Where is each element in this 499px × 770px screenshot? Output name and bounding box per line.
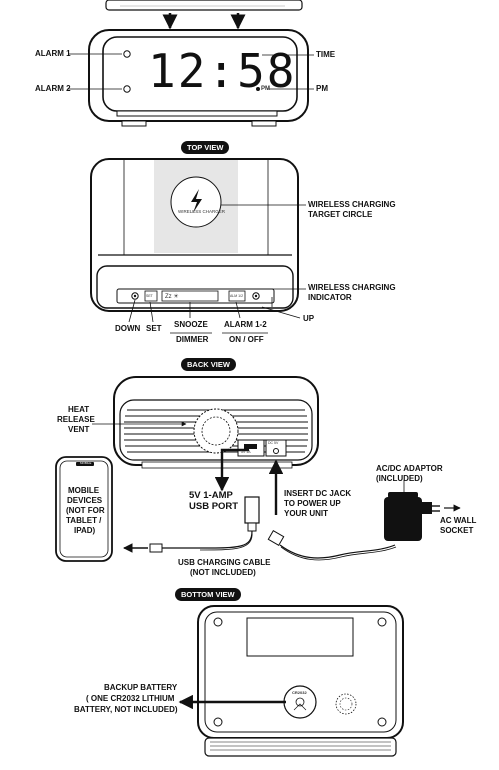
wireless-charger-text: WIRELESS CHARGER [178, 209, 226, 214]
label-usb-port-1: 5V 1-AMP [189, 490, 233, 501]
label-mobile-2: DEVICES [67, 496, 103, 505]
set-button [144, 290, 158, 302]
label-plate [246, 617, 354, 657]
section-title-back: BACK VIEW [181, 358, 236, 371]
label-dc-2: TO POWER UP [284, 499, 341, 508]
dc-jack-text: DC 5V [268, 441, 279, 445]
label-mobile-5: IPAD) [74, 526, 96, 535]
usb-cable [160, 530, 253, 549]
usb-insert-arrow [214, 448, 249, 492]
label-cable-2: (NOT INCLUDED) [190, 568, 256, 577]
label-heat-2: RELEASE [57, 415, 95, 424]
alarm1-icon [123, 50, 131, 58]
label-adaptor-1: AC/DC ADAPTOR [376, 464, 443, 473]
bottom-view [178, 605, 404, 757]
label-dimmer: DIMMER [176, 335, 209, 344]
ac-adaptor [384, 497, 422, 541]
label-onoff: ON / OFF [229, 335, 264, 344]
label-adaptor-2: (INCLUDED) [376, 474, 423, 483]
clock-digits: 12:58 [148, 44, 297, 98]
phone-notch-text: MOBILE [80, 461, 92, 465]
section-title-bottom: BOTTOM VIEW [175, 588, 241, 601]
alarm-onoff-button [228, 290, 246, 302]
label-wireless-target-1: WIRELESS CHARGING [308, 200, 396, 209]
label-time: TIME [316, 50, 336, 59]
label-socket-2: SOCKET [440, 526, 474, 535]
label-snooze: SNOOZE [174, 320, 208, 329]
label-set: SET [146, 324, 162, 333]
label-wireless-indicator-2: INDICATOR [308, 293, 352, 302]
charging-pad-edge [105, 0, 303, 11]
battery-cover-text: CR2032 [292, 690, 307, 695]
usb-port-text: 5V 1A [241, 450, 251, 454]
label-mobile-1: MOBILE [68, 486, 100, 495]
label-wireless-indicator-1: WIRELESS CHARGING [308, 283, 396, 292]
section-title-top: TOP VIEW [181, 141, 230, 154]
set-button-text: SET [146, 294, 153, 298]
top-view [90, 158, 306, 334]
label-socket-1: AC WALL [440, 516, 477, 525]
label-battery-2: ( ONE CR2032 LITHIUM [86, 694, 175, 703]
label-wireless-target-2: TARGET CIRCLE [308, 210, 373, 219]
label-up: UP [303, 314, 315, 323]
zz-button-text: Zz ☀ [165, 294, 179, 300]
bottom-speaker [335, 693, 357, 715]
label-mobile-3: (NOT FOR [66, 506, 105, 515]
label-battery-1: BACKUP BATTERY [104, 683, 178, 692]
label-heat-1: HEAT [68, 405, 90, 414]
speaker-grille [193, 408, 239, 454]
alarm2-icon [123, 85, 131, 93]
label-pm: PM [316, 84, 328, 93]
label-mobile-4: TABLET / [66, 516, 102, 525]
label-heat-3: VENT [68, 425, 90, 434]
label-cable-1: USB CHARGING CABLE [178, 558, 271, 567]
dc-cable [279, 544, 396, 559]
label-alarm2: ALARM 2 [35, 84, 71, 93]
back-view [55, 376, 461, 562]
alarm-button-text: ALM 1/2 [230, 294, 244, 298]
label-dc-3: YOUR UNIT [284, 509, 328, 518]
label-usb-port-2: USB PORT [189, 501, 239, 512]
front-view [68, 0, 314, 127]
usb-plug [244, 496, 260, 524]
label-down: DOWN [115, 324, 141, 333]
pm-indicator: PM [261, 86, 270, 92]
label-alarm12: ALARM 1-2 [224, 320, 267, 329]
label-dc-1: INSERT DC JACK [284, 489, 352, 498]
snooze-dimmer-button [161, 290, 219, 302]
label-alarm1: ALARM 1 [35, 49, 71, 58]
label-battery-3: BATTERY, NOT INCLUDED) [74, 705, 178, 714]
lightning-icon [191, 189, 202, 213]
